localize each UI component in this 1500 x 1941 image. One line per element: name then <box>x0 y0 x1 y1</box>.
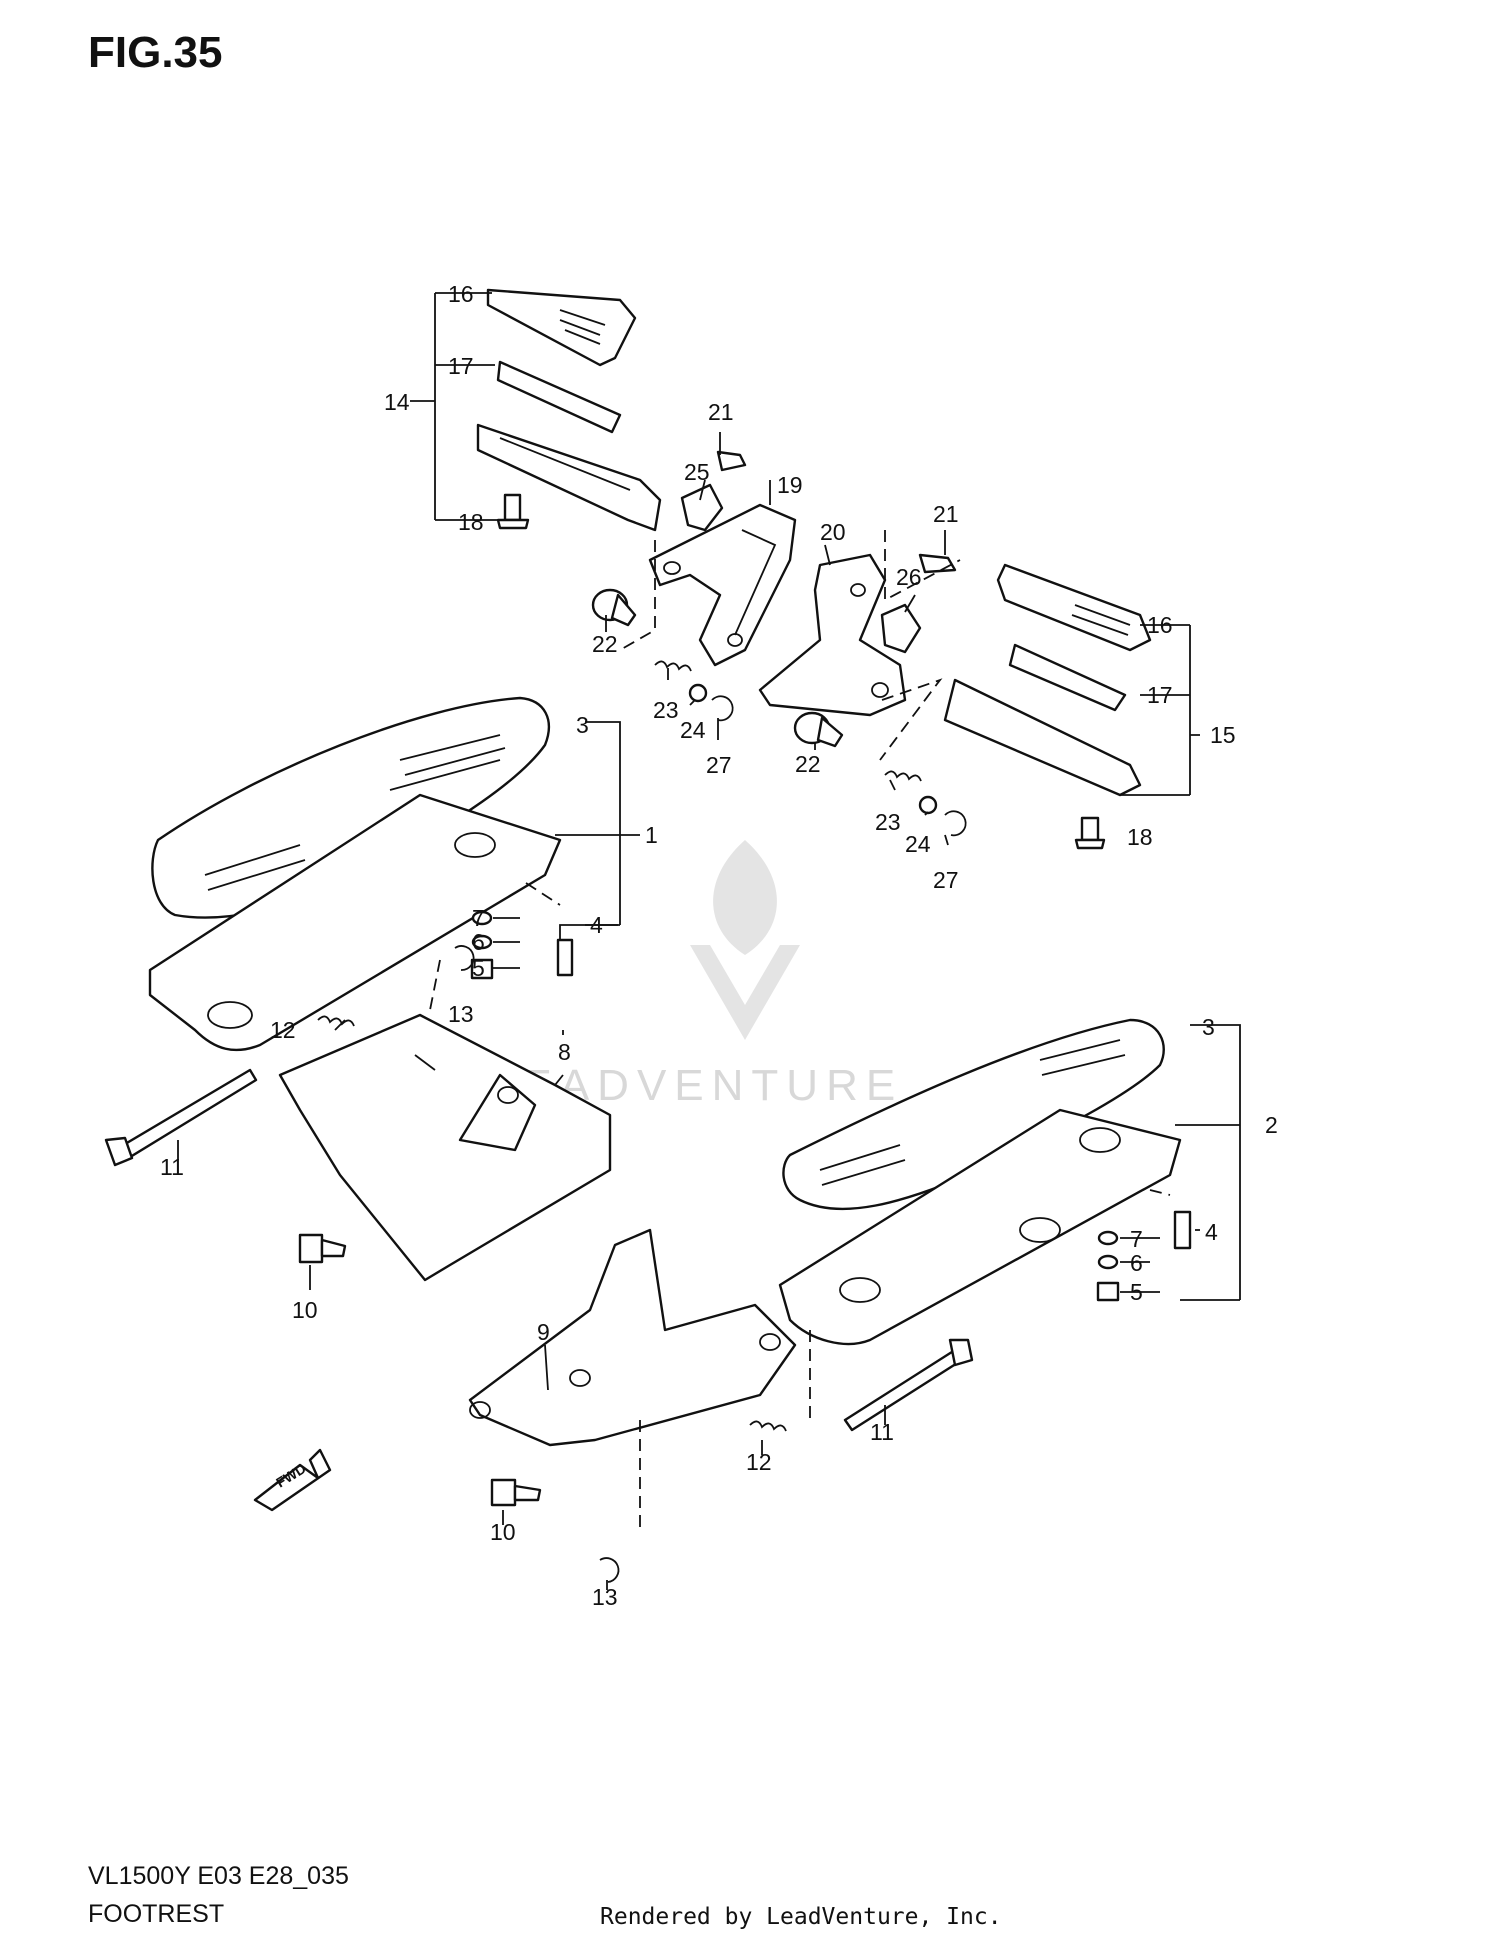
left-footpeg-assembly <box>476 288 662 532</box>
callout-11-right: 11 <box>870 1419 894 1445</box>
right-floorboard-hardware <box>1096 1210 1192 1302</box>
left-floorboard <box>148 696 562 1052</box>
forward-direction-arrow: FWD <box>253 1448 332 1512</box>
bolt-21-right <box>918 553 957 574</box>
callout-2: 2 <box>1265 1112 1278 1138</box>
callout-5-left: 5 <box>472 955 485 981</box>
callout-9: 9 <box>537 1319 550 1345</box>
callout-27-right: 27 <box>933 867 959 893</box>
left-footpeg-bracket <box>648 503 797 667</box>
leader-lines <box>177 292 1241 1590</box>
parts-23-24-27-left <box>654 660 734 722</box>
right-footpeg-assembly <box>943 563 1152 850</box>
callout-13-right: 13 <box>592 1584 618 1610</box>
bolt-11-left <box>104 1068 258 1167</box>
callout-22-left: 22 <box>592 631 618 657</box>
part-26-pad <box>880 603 922 654</box>
clip-13-right <box>599 1557 620 1583</box>
callout-13-left: 13 <box>448 1001 474 1027</box>
callout-25: 25 <box>684 459 710 485</box>
alignment-lines <box>429 530 1171 1530</box>
callout-3-left: 3 <box>576 712 589 738</box>
callout-3-right: 3 <box>1202 1014 1215 1040</box>
callout-7-right: 7 <box>1130 1226 1143 1252</box>
bolt-10-left <box>298 1233 347 1264</box>
callout-23-left: 23 <box>653 697 679 723</box>
callout-15: 15 <box>1210 722 1236 748</box>
callout-7-left: 7 <box>472 905 485 931</box>
callout-26: 26 <box>896 564 922 590</box>
right-footpeg-bracket <box>758 553 907 717</box>
callout-24-right: 24 <box>905 831 931 857</box>
bolt-10-right <box>490 1478 542 1507</box>
callout-17-right: 17 <box>1147 682 1173 708</box>
render-credit: Rendered by LeadVenture, Inc. <box>600 1904 1002 1930</box>
callout-19: 19 <box>777 472 803 498</box>
watermark-logo: LEADVENTURE <box>490 840 895 1110</box>
callout-27-left: 27 <box>706 752 732 778</box>
callout-6-right: 6 <box>1130 1250 1143 1276</box>
callout-12-left: 12 <box>270 1017 296 1043</box>
callout-18-right: 18 <box>1127 824 1153 850</box>
right-floorboard-bracket <box>468 1228 797 1447</box>
callouts: 16 17 14 18 21 25 19 20 21 26 22 23 24 2… <box>160 281 1278 1610</box>
model-code: VL1500Y E03 E28_035 <box>88 1862 349 1890</box>
figure-title: FIG.35 <box>88 28 223 77</box>
callout-11-left: 11 <box>160 1154 184 1180</box>
callout-17-left: 17 <box>448 353 474 379</box>
section-name: FOOTREST <box>88 1900 225 1928</box>
bolt-11-right <box>843 1338 974 1432</box>
callout-23-right: 23 <box>875 809 901 835</box>
callout-21-right: 21 <box>933 501 959 527</box>
callout-8: 8 <box>558 1039 571 1065</box>
callout-12-right: 12 <box>746 1449 772 1475</box>
callout-6-left: 6 <box>472 929 485 955</box>
parts-23-24-27-right <box>884 770 967 837</box>
callout-22-right: 22 <box>795 751 821 777</box>
bolt-21-left <box>716 450 747 472</box>
callout-10-right: 10 <box>490 1519 516 1545</box>
part-22-right <box>793 711 844 748</box>
spring-12-right <box>749 1420 787 1432</box>
callout-16-left: 16 <box>448 281 474 307</box>
callout-10-left: 10 <box>292 1297 318 1323</box>
callout-5-right: 5 <box>1130 1279 1143 1305</box>
right-floorboard <box>778 1018 1182 1346</box>
part-22-left <box>591 588 637 627</box>
callout-21-left: 21 <box>708 399 734 425</box>
callout-24-left: 24 <box>680 717 706 743</box>
callout-20: 20 <box>820 519 846 545</box>
callout-14: 14 <box>384 389 410 415</box>
left-floorboard-hardware <box>317 910 574 1027</box>
left-floorboard-bracket <box>278 1013 612 1282</box>
callout-4-right: 4 <box>1205 1219 1218 1245</box>
callout-1: 1 <box>645 822 658 848</box>
callout-4-left: 4 <box>590 912 603 938</box>
callout-18-left: 18 <box>458 509 484 535</box>
callout-16-right: 16 <box>1147 612 1173 638</box>
part-25-pad <box>680 483 724 532</box>
